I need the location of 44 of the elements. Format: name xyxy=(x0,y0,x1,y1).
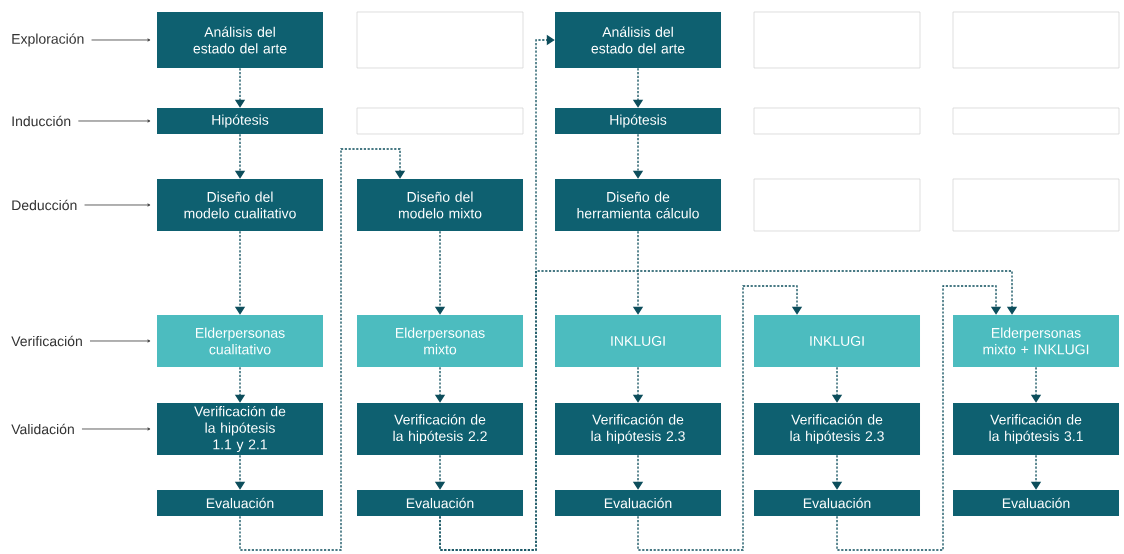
arrow xyxy=(836,285,1002,551)
arrow xyxy=(84,203,151,207)
process-box: Verificación de la hipótesis 1.1 y 2.1 xyxy=(157,403,323,455)
process-box: Análisis del estado del arte xyxy=(555,12,721,68)
tool-box: Elderpersonas mixto + INKLUGI xyxy=(953,315,1119,367)
empty-box xyxy=(952,11,1120,69)
process-box: Diseño de herramienta cálculo xyxy=(555,179,721,231)
empty-box xyxy=(753,11,921,69)
arrow xyxy=(77,119,151,123)
tool-box: Elderpersonas mixto xyxy=(357,315,523,367)
empty-box xyxy=(753,107,921,135)
process-box: Evaluación xyxy=(953,490,1119,516)
process-box: Verificación de la hipótesis 2.3 xyxy=(754,403,920,455)
empty-box xyxy=(356,107,524,135)
empty-box xyxy=(952,107,1120,135)
process-box: Evaluación xyxy=(157,490,323,516)
stage-label: Verificación xyxy=(11,335,82,347)
process-box: Verificación de la hipótesis 2.2 xyxy=(357,403,523,455)
arrow xyxy=(81,427,151,431)
tool-box: Elderpersonas cualitativo xyxy=(157,315,323,367)
process-box: Evaluación xyxy=(357,490,523,516)
arrow xyxy=(89,339,151,343)
empty-box xyxy=(356,11,524,69)
process-box: Hipótesis xyxy=(157,108,323,134)
process-box: Hipótesis xyxy=(555,108,721,134)
arrow xyxy=(439,270,1018,551)
empty-box xyxy=(753,178,921,232)
process-box: Evaluación xyxy=(754,490,920,516)
arrow xyxy=(637,285,803,551)
process-box: Verificación de la hipótesis 2.3 xyxy=(555,403,721,455)
stage-label: Exploración xyxy=(12,33,84,47)
tool-box: INKLUGI xyxy=(555,315,721,367)
tool-box: INKLUGI xyxy=(754,315,920,367)
stage-label: Deducción xyxy=(12,199,77,211)
stage-label: Inducción xyxy=(12,115,71,127)
stage-label: Validación xyxy=(11,423,74,435)
process-box: Diseño del modelo mixto xyxy=(357,179,523,231)
arrow xyxy=(239,148,406,551)
process-box: Diseño del modelo cualitativo xyxy=(157,179,323,231)
process-box: Verificación de la hipótesis 3.1 xyxy=(953,403,1119,455)
empty-box xyxy=(952,178,1120,232)
arrow xyxy=(91,38,151,42)
process-box: Análisis del estado del arte xyxy=(157,12,323,68)
process-box: Evaluación xyxy=(555,490,721,516)
